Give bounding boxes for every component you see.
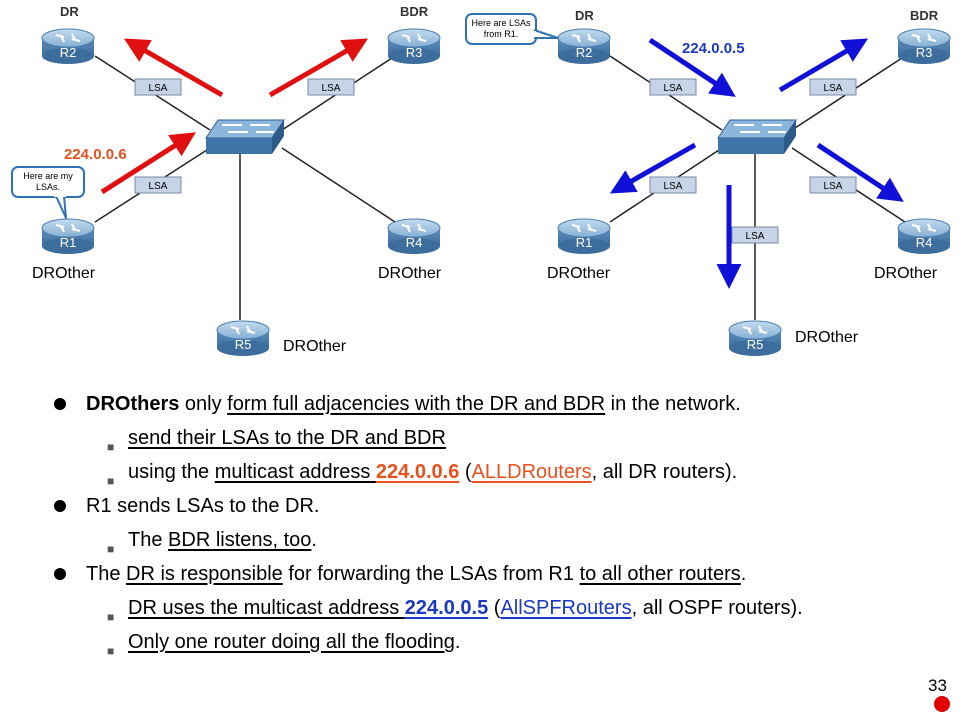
callout-bubble: Here are my LSAs. [11, 166, 85, 219]
lsa-label: LSA [307, 78, 355, 96]
svg-text:LSA: LSA [149, 83, 168, 94]
router-r2-icon: R2 [557, 28, 611, 64]
router-label: R4 [406, 235, 423, 250]
square-bullet-icon: ■ [107, 440, 115, 454]
router-r5-icon: R5 [728, 320, 782, 356]
router-label: R1 [60, 235, 77, 250]
lsa-label: LSA [809, 78, 857, 96]
svg-text:LSA: LSA [746, 231, 765, 242]
lsa-label: LSA [134, 78, 182, 96]
square-bullet-icon: ■ [107, 610, 115, 624]
svg-text:LSA: LSA [322, 83, 341, 94]
svg-text:LSAs.: LSAs. [36, 182, 60, 192]
role-label-drother: DROther [795, 329, 859, 346]
role-label-drother: DROther [32, 265, 96, 282]
page-number: 33 [928, 676, 947, 695]
role-label-dr: DR [575, 8, 594, 23]
dr-receive-arrow [648, 37, 736, 97]
svg-text:LSA: LSA [664, 83, 683, 94]
svg-text:Here are my: Here are my [23, 171, 73, 181]
router-label: R4 [916, 235, 933, 250]
router-r4-icon: R4 [897, 218, 951, 254]
router-r3-icon: R3 [387, 28, 441, 64]
lsa-label: LSA [649, 176, 697, 194]
router-r5-icon: R5 [216, 320, 270, 356]
svg-text:LSA: LSA [149, 181, 168, 192]
role-label-dr: DR [60, 4, 79, 19]
router-r4-icon: R4 [387, 218, 441, 254]
multicast-label-alldrouters: 224.0.0.6 [64, 146, 127, 163]
bullet-dr-forwarding: The DR is responsible for forwarding the… [52, 560, 952, 594]
router-label: R5 [235, 337, 252, 352]
role-label-bdr: BDR [910, 8, 939, 23]
role-label-drother: DROther [283, 338, 347, 355]
notes-list: DROthers only form full adjacencies with… [52, 390, 952, 662]
router-label: R3 [916, 45, 933, 60]
to-dr-arrow [123, 38, 224, 98]
svg-text:Here are LSAs: Here are LSAs [471, 18, 531, 28]
subbullet-one-router-flooding: ■Only one router doing all the flooding. [52, 628, 952, 662]
switch-icon [717, 119, 797, 154]
switch-icon [205, 119, 285, 154]
router-r3-icon: R3 [897, 28, 951, 64]
bullet-dot-icon [54, 500, 66, 512]
ospf-dr-flooding-diagram: LSA LSA LSA R2 R3 R1 R4 [11, 4, 951, 356]
subbullet-bdr-listens: ■The BDR listens, too. [52, 526, 952, 560]
router-label: R2 [576, 45, 593, 60]
lsa-label: LSA [134, 176, 182, 194]
role-label-bdr: BDR [400, 4, 429, 19]
flood-to-r1-arrow [609, 142, 697, 194]
svg-text:LSA: LSA [824, 83, 843, 94]
router-label: R3 [406, 45, 423, 60]
bullet-dot-icon [54, 568, 66, 580]
subbullet-multicast-alldrouters: ■using the multicast address 224.0.0.6 (… [52, 458, 952, 492]
flood-to-bdr-arrow [778, 38, 869, 93]
callout-bubble: Here are LSAs from R1. [465, 13, 559, 45]
subbullet-multicast-allspfrouters: ■DR uses the multicast address 224.0.0.5… [52, 594, 952, 628]
router-label: R5 [747, 337, 764, 352]
bullet-r1-sends-lsas: R1 sends LSAs to the DR. [52, 492, 952, 526]
svg-text:LSA: LSA [824, 181, 843, 192]
bullet-drothers-adjacency: DROthers only form full adjacencies with… [52, 390, 952, 424]
router-r1-icon: R1 [557, 218, 611, 254]
bullet-dot-icon [54, 398, 66, 410]
lsa-label: LSA [809, 176, 857, 194]
lsa-label: LSA [649, 78, 697, 96]
role-label-drother: DROther [874, 265, 938, 282]
subbullet-send-lsas: ■send their LSAs to the DR and BDR [52, 424, 952, 458]
multicast-label-allspfrouters: 224.0.0.5 [682, 40, 745, 57]
router-label: R1 [576, 235, 593, 250]
lsa-send-arrow [100, 132, 196, 195]
square-bullet-icon: ■ [107, 644, 115, 658]
router-r1-icon: R1 [41, 218, 95, 254]
square-bullet-icon: ■ [107, 542, 115, 556]
svg-text:from R1.: from R1. [484, 29, 519, 39]
flood-to-r4-arrow [816, 142, 904, 202]
lsa-label: LSA [731, 226, 779, 244]
router-label: R2 [60, 45, 77, 60]
red-dot-icon [934, 696, 950, 712]
role-label-drother: DROther [378, 265, 442, 282]
square-bullet-icon: ■ [107, 474, 115, 488]
role-label-drother: DROther [547, 265, 611, 282]
svg-text:LSA: LSA [664, 181, 683, 192]
router-r2-icon: R2 [41, 28, 95, 64]
to-bdr-arrow [268, 38, 369, 98]
